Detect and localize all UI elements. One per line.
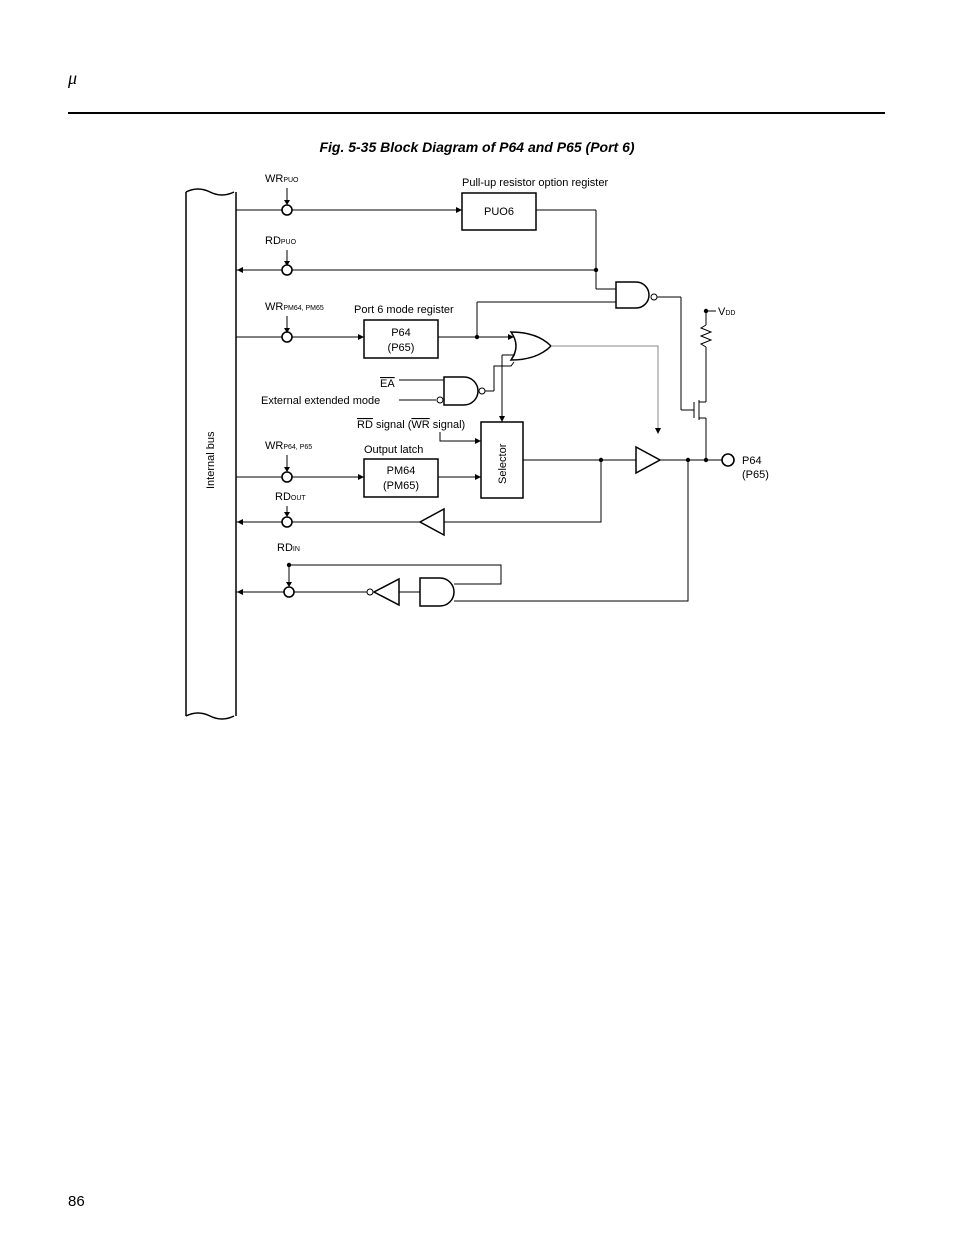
output-latch: PM64 (PM65)	[363, 458, 439, 498]
ea-and-gate	[399, 361, 515, 406]
p64-register-line2: (P65)	[388, 342, 415, 354]
page-number: 86	[68, 1193, 85, 1210]
pin-label-line2: (P65)	[742, 469, 769, 481]
rd-wr-signal-label: RD signal (WR signal)	[357, 419, 465, 431]
vdd-label: VDD	[718, 306, 735, 318]
pullup-nand-gate	[477, 281, 694, 411]
rd-puo-signal: RDPUO	[236, 209, 616, 290]
wr-puo-signal: WRPUO	[236, 173, 462, 216]
rd-out-signal: RDOUT	[236, 460, 602, 537]
header-mark: μ	[68, 68, 78, 88]
selector: Selector	[480, 421, 524, 499]
puo6-register: PUO6	[461, 192, 537, 231]
pin-label-line1: P64	[742, 455, 762, 467]
header-rule	[68, 112, 885, 114]
mode-register-label: Port 6 mode register	[354, 304, 454, 316]
output-buffer	[635, 445, 722, 475]
rd-puo-label: RDPUO	[265, 235, 297, 247]
rd-out-label: RDOUT	[275, 491, 306, 503]
pullup-register-label: Pull-up resistor option register	[462, 177, 608, 189]
external-extended-mode-label: External extended mode	[261, 395, 380, 407]
pullup-transistor: VDD	[693, 306, 735, 460]
puo6-label: PUO6	[484, 206, 514, 218]
selector-label: Selector	[497, 443, 509, 484]
ea-label: EA	[380, 378, 395, 390]
internal-bus-label: Internal bus	[205, 431, 217, 489]
p64-register-line1: P64	[391, 327, 411, 339]
wr-p-label: WRP64, P65	[265, 440, 312, 452]
figure-title: Fig. 5-35 Block Diagram of P64 and P65 (…	[319, 139, 635, 155]
wr-pm-label: WRPM64, PM65	[265, 301, 324, 313]
output-latch-label: Output latch	[364, 444, 423, 456]
internal-bus: Internal bus	[185, 188, 237, 720]
pm64-line1: PM64	[387, 465, 416, 477]
rd-in-label: RDIN	[277, 542, 300, 554]
wr-pm-signal: WRPM64, PM65	[236, 301, 364, 343]
pin-p64: P64 (P65)	[721, 453, 769, 481]
rd-in-signal: RDIN	[236, 460, 689, 607]
port-mode-register: P64 (P65)	[363, 319, 439, 359]
pm64-line2: (PM65)	[383, 480, 419, 492]
or-gate	[499, 331, 661, 434]
wr-puo-label: WRPUO	[265, 173, 299, 185]
wr-p-signal: WRP64, P65	[236, 440, 364, 483]
